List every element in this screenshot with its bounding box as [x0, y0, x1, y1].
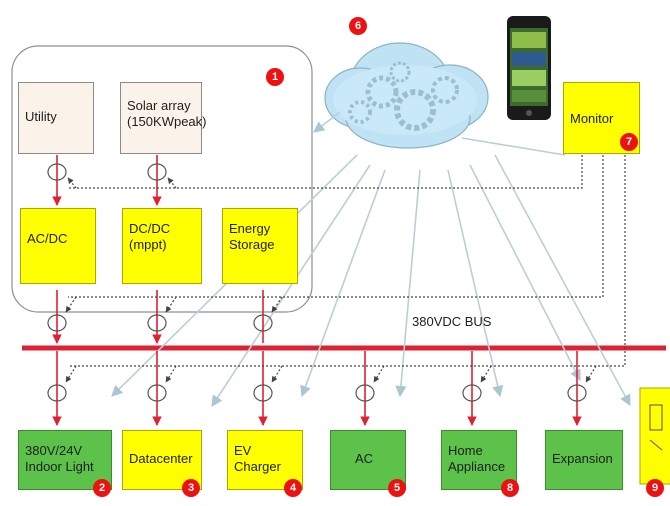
badge-7: 7 — [620, 133, 638, 151]
badge-1: 1 — [266, 68, 284, 86]
dcdc-node: DC/DC (mppt) — [122, 208, 202, 284]
monitoring-lines — [65, 155, 626, 383]
badge-6: 6 — [349, 17, 367, 35]
cloud-gears-icon — [324, 42, 489, 149]
badge-4: 4 — [284, 479, 302, 497]
partial-node-right — [639, 387, 670, 485]
badge-9: 9 — [646, 479, 664, 497]
monitor-label: Monitor — [570, 111, 614, 126]
solar-array-label: Solar array (150KWpeak) — [127, 98, 207, 129]
energy-storage-label: Energy Storage — [229, 221, 275, 252]
utility-label: Utility — [25, 109, 57, 124]
power-arrows-lower — [52, 351, 582, 426]
indoor-light-node: 380V/24V Indoor Light — [18, 430, 112, 490]
expansion-label: Expansion — [552, 451, 613, 466]
current-sensors — [47, 163, 587, 402]
indoor-light-label: 380V/24V Indoor Light — [25, 443, 94, 474]
ev-charger-label: EV Charger — [234, 443, 281, 474]
badge-3: 3 — [182, 479, 200, 497]
badge-8: 8 — [501, 479, 519, 497]
acdc-node: AC/DC — [20, 208, 96, 284]
acdc-label: AC/DC — [27, 231, 68, 246]
ev-charger-node: EV Charger — [227, 430, 303, 490]
ac-label: AC — [355, 451, 374, 466]
energy-storage-node: Energy Storage — [222, 208, 298, 284]
datacenter-label: Datacenter — [129, 451, 193, 466]
utility-node: Utility — [18, 82, 94, 154]
solar-array-node: Solar array (150KWpeak) — [120, 82, 207, 154]
badge-2: 2 — [93, 479, 111, 497]
expansion-node: Expansion — [545, 430, 623, 490]
source-enclosure — [11, 45, 313, 313]
dcdc-label: DC/DC (mppt) — [129, 221, 171, 252]
bus-label: 380VDC BUS — [412, 314, 492, 329]
smartphone-icon — [507, 16, 551, 120]
home-appliance-label: Home Appliance — [448, 443, 506, 474]
badge-5: 5 — [388, 479, 406, 497]
